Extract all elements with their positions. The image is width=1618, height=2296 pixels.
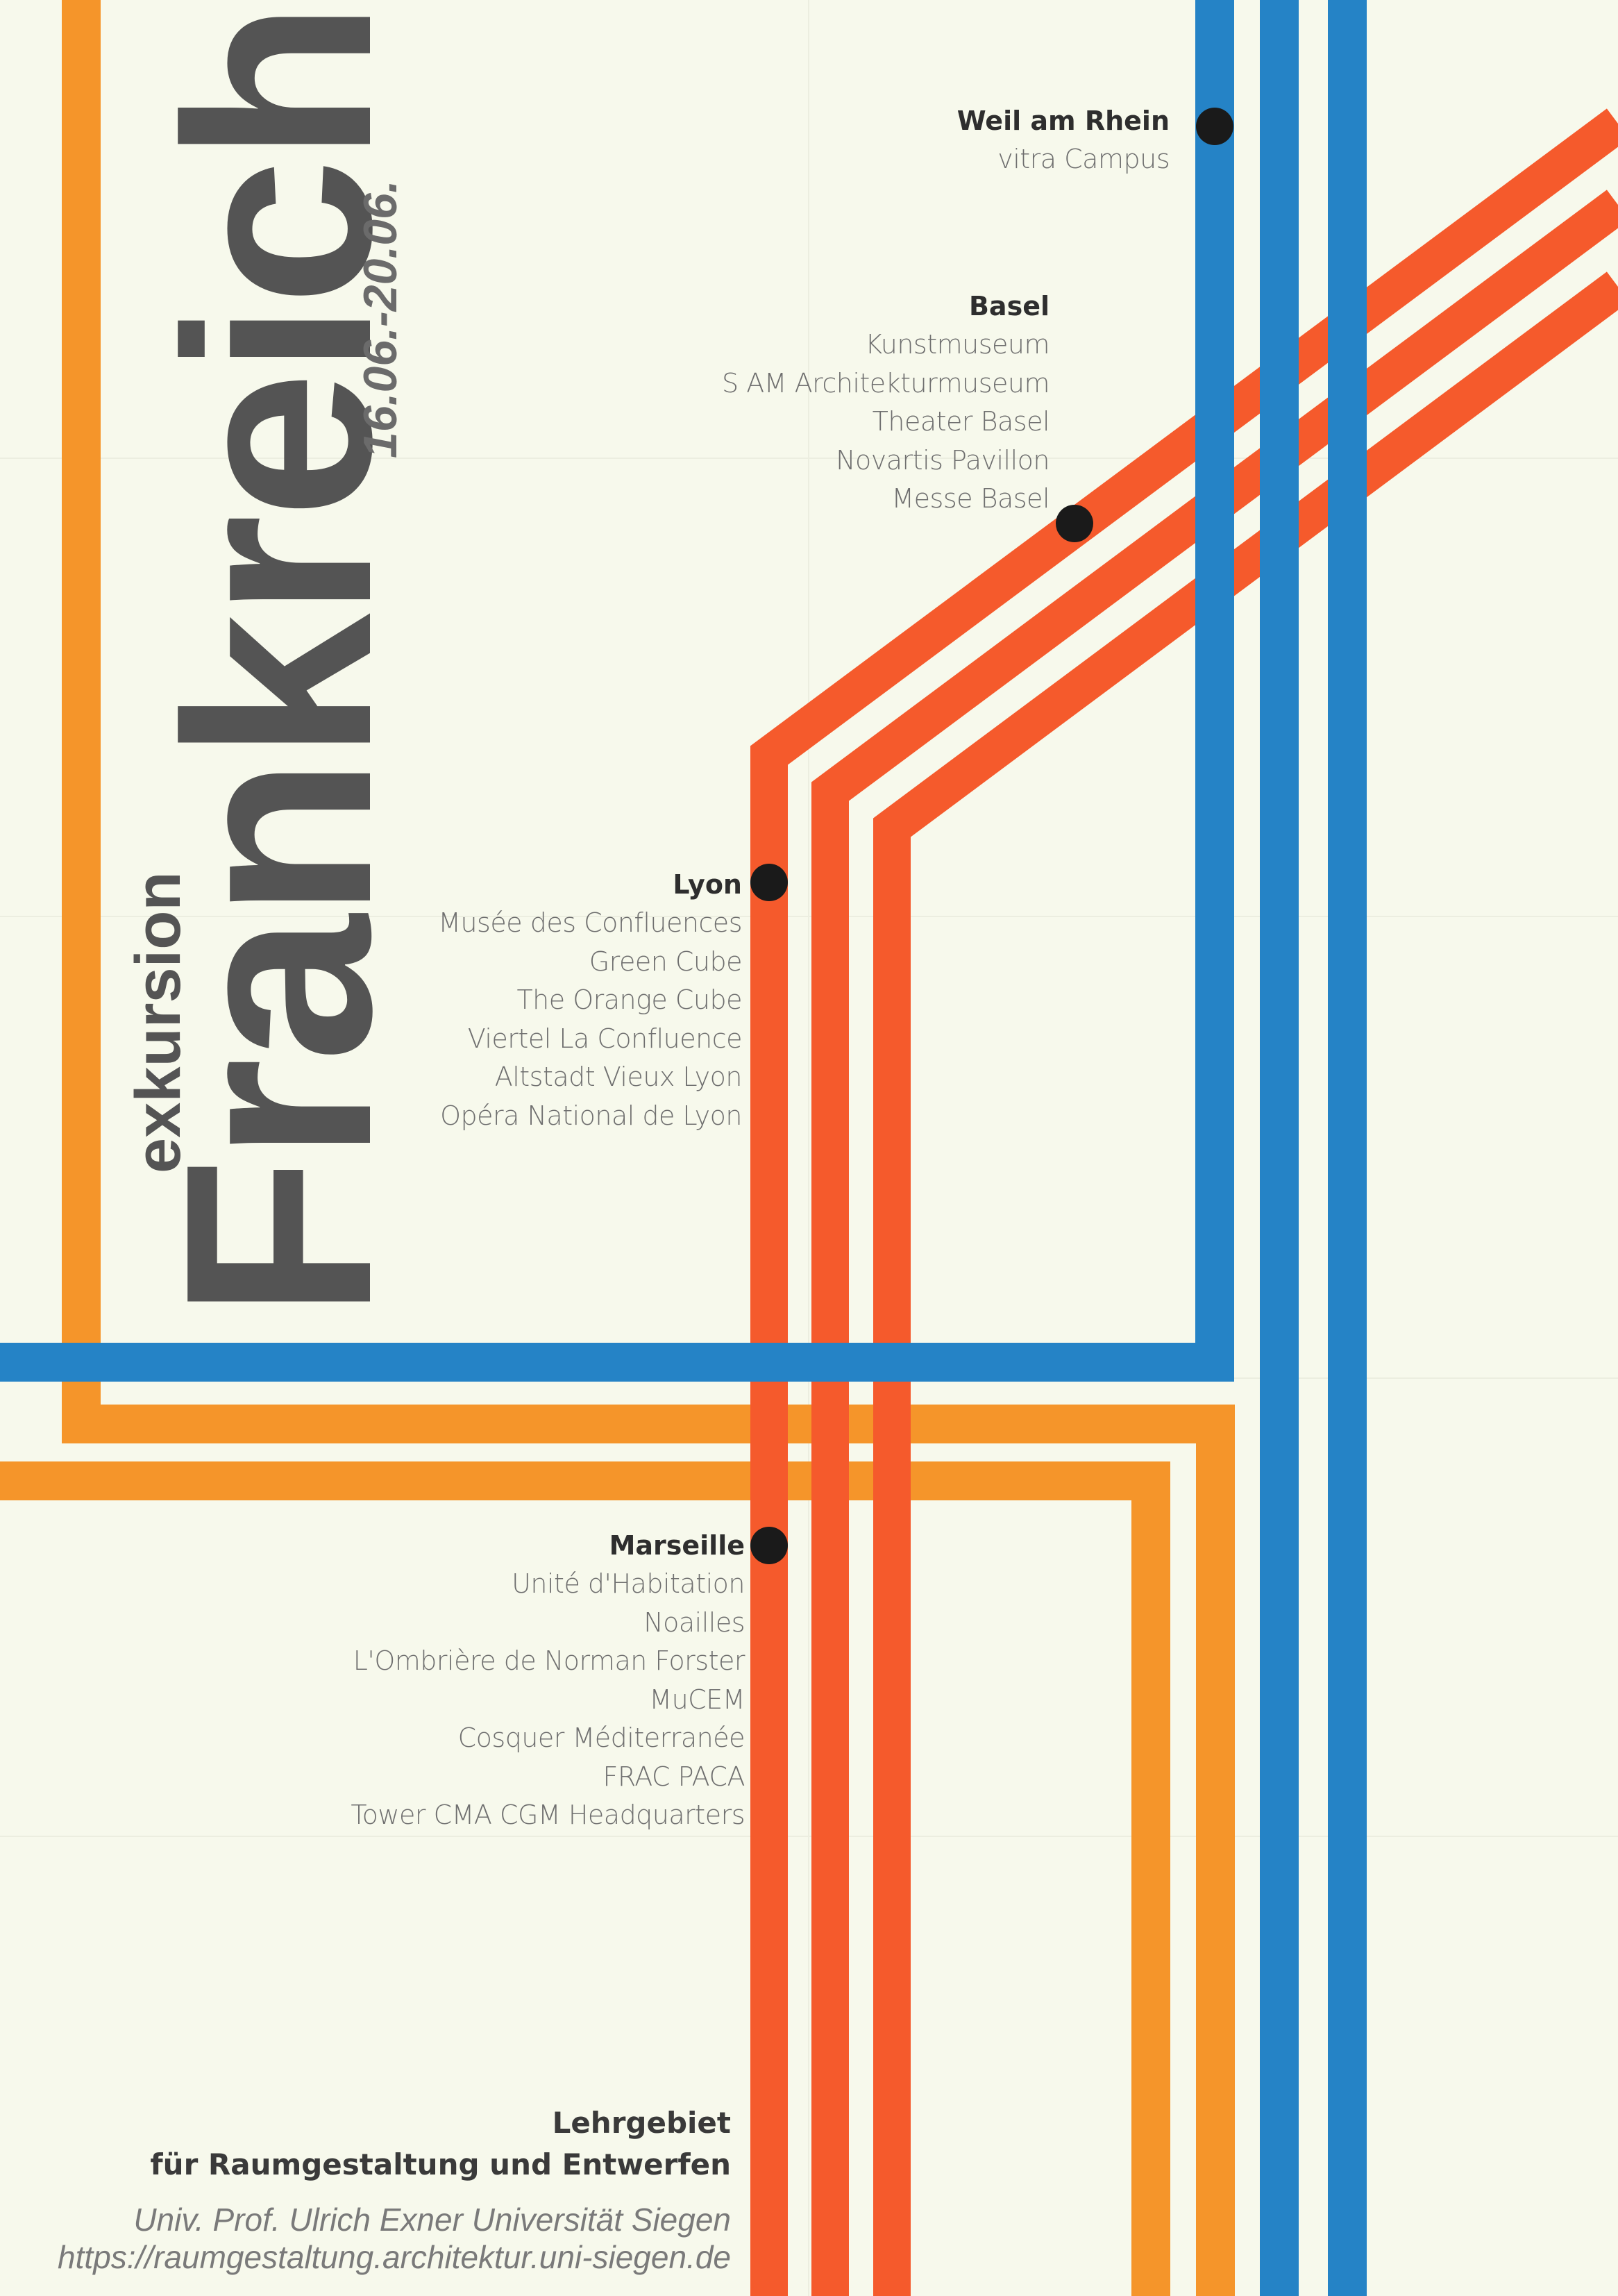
place-item: Tower CMA CGM Headquarters [351,1800,745,1830]
place-item: Musée des Confluences [438,907,742,938]
stop-marseille: Marseille Unité d'Habitation Noailles L'… [351,1526,745,1835]
red-line-3 [873,271,1618,2296]
orange-line-outer [62,0,1235,2296]
footer-spacer [58,2186,731,2201]
place-item: Novartis Pavillon [836,444,1050,476]
place-item: Viertel La Confluence [467,1023,743,1054]
footer-website: https://raumgestaltung.architektur.uni-s… [58,2239,731,2275]
stop-dot-weil [1196,108,1233,145]
place-item: FRAC PACA [602,1761,745,1792]
blue-lines [0,0,1367,2296]
blue-line-outer [0,0,1234,1382]
place-item: vitra Campus [997,144,1170,174]
stop-name: Marseille [609,1530,745,1561]
place-item: L'Ombrière de Norman Forster [353,1645,745,1676]
stop-dot-lyon [750,864,788,901]
stop-places: Kunstmuseum S AM Architekturmuseum Theat… [722,326,1050,519]
stop-basel: Basel Kunstmuseum S AM Architekturmuseum… [722,287,1050,519]
stop-weil: Weil am Rhein vitra Campus [957,101,1170,179]
stop-places: vitra Campus [957,140,1170,179]
stop-lyon: Lyon Musée des Confluences Green Cube Th… [438,865,742,1135]
place-item: The Orange Cube [516,984,742,1015]
footer-department: Lehrgebiet [552,2106,731,2140]
place-item: Theater Basel [872,406,1050,437]
place-item: Noailles [643,1607,745,1638]
place-item: Cosquer Méditerranée [457,1723,745,1753]
stop-name: Weil am Rhein [957,106,1170,136]
place-item: Unité d'Habitation [512,1568,745,1599]
stop-places: Unité d'Habitation Noailles L'Ombrière d… [351,1565,745,1835]
stop-dot-basel [1056,505,1093,542]
place-item: S AM Architekturmuseum [722,367,1050,399]
footer: Lehrgebiet für Raumgestaltung und Entwer… [58,2102,731,2276]
orange-lines [0,0,1235,2296]
place-item: Altstadt Vieux Lyon [494,1062,743,1092]
footer-professor: Univ. Prof. Ulrich Exner Universität Sie… [133,2202,731,2238]
footer-department-subtitle: für Raumgestaltung und Entwerfen [150,2147,731,2181]
place-item: Green Cube [589,946,743,977]
stop-places: Musée des Confluences Green Cube The Ora… [438,904,742,1135]
orange-line-inner [0,1461,1170,2296]
stop-dot-marseille [750,1527,788,1564]
place-item: Messe Basel [891,483,1050,514]
stop-name: Basel [968,291,1050,321]
stop-name: Lyon [673,869,742,900]
place-item: Kunstmuseum [865,329,1050,360]
place-item: MuCEM [649,1684,745,1715]
stop-dots [750,108,1233,1564]
place-item: Opéra National de Lyon [440,1100,742,1131]
